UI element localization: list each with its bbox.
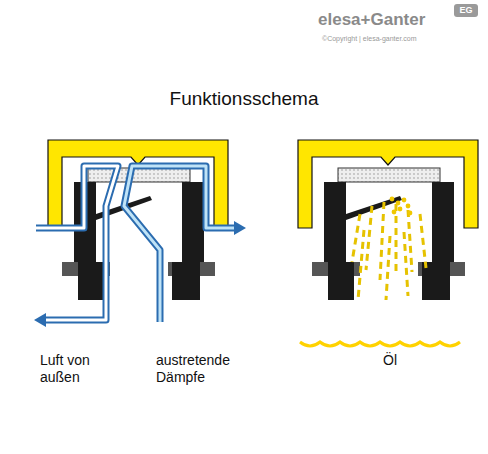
breather-right <box>298 140 478 346</box>
oil-drop <box>398 207 403 212</box>
body-wall <box>74 182 104 300</box>
flow-label: Luft von außen <box>40 352 102 386</box>
oil-drop <box>408 211 413 216</box>
brand-badge: EG <box>454 4 478 17</box>
oil-drop <box>406 204 411 209</box>
baffle <box>346 196 402 220</box>
oil-streak <box>366 206 372 270</box>
brand-logo: elesa+Ganter <box>318 10 448 30</box>
oil-streak <box>386 236 390 300</box>
oil-drop <box>402 198 407 203</box>
filter-element <box>338 168 440 182</box>
cap <box>48 140 228 228</box>
oil-drop <box>390 197 395 202</box>
oil-drop <box>392 210 397 215</box>
oil-streak <box>380 202 384 280</box>
oil-streak <box>420 214 426 268</box>
oil-drop <box>396 201 401 206</box>
oil-streak <box>352 214 360 262</box>
body-wall <box>422 182 454 300</box>
medium-label: Öl <box>370 352 410 369</box>
oil-streak <box>358 230 364 300</box>
breather-left <box>34 140 246 327</box>
oil-streak <box>404 232 408 296</box>
cap <box>298 140 478 228</box>
air-flow-arrow <box>34 166 246 327</box>
oil-surface <box>300 342 460 346</box>
oil-streak <box>408 210 412 272</box>
diagram-title: Funktionsschema <box>0 88 488 111</box>
body-wall <box>172 182 204 300</box>
oil-droplets <box>352 197 426 300</box>
body-wall <box>324 182 354 300</box>
flow-label: austretende Dämpfe <box>156 352 244 386</box>
oil-streak <box>395 204 398 276</box>
filter-element <box>88 168 190 182</box>
copyright-note: ©Copyright | elesa-ganter.com <box>322 35 462 43</box>
